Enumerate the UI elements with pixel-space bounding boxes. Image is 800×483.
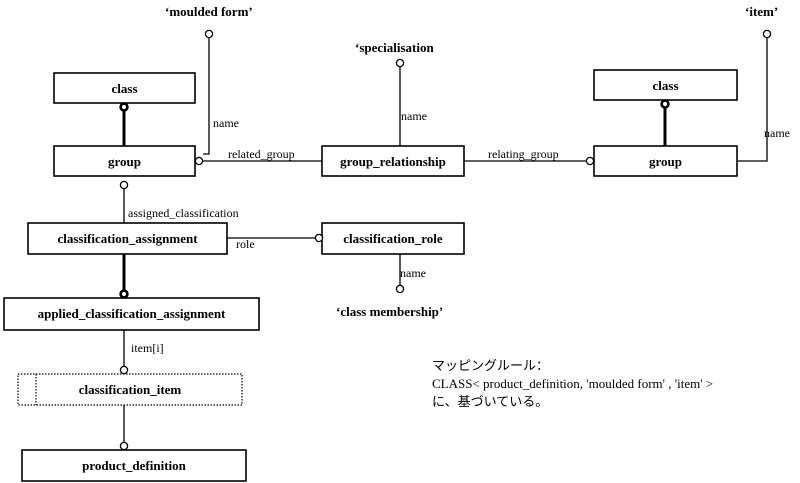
class-right-label: class xyxy=(653,78,679,93)
mapping-rule-heading: マッピングルール： xyxy=(432,358,550,373)
group-left-label: group xyxy=(108,154,141,169)
class-subtype-left-circle xyxy=(119,102,129,112)
applied-classification-assignment-box xyxy=(3,297,260,331)
specialisation-literal: ‘specialisation xyxy=(355,40,434,55)
item-circle xyxy=(762,29,772,39)
class-subtype-right-circle xyxy=(660,99,670,109)
items-label: item[i] xyxy=(131,341,164,355)
name-left-line xyxy=(203,38,210,155)
group-relationship-box xyxy=(321,145,465,177)
name-role-label: name xyxy=(400,266,426,280)
classification-item-label: classification_item xyxy=(79,382,182,397)
product-definition-label: product_definition xyxy=(82,458,187,473)
related-group-label: related_group xyxy=(228,147,295,161)
mapping-rule-expression: CLASS< product_definition, 'moulded form… xyxy=(432,376,714,391)
group-relationship-label: group_relationship xyxy=(340,154,446,169)
mapping-rule-footer: に、基づいている。 xyxy=(432,394,549,409)
specialisation-circle xyxy=(395,58,405,68)
relating-group-label: relating_group xyxy=(488,147,559,161)
moulded-form-circle xyxy=(204,29,214,39)
classification-assignment-label: classification_assignment xyxy=(57,231,198,246)
name-left-label: name xyxy=(213,116,239,130)
name-right-line xyxy=(738,38,768,162)
classification-item-box xyxy=(17,373,243,406)
relating-group-circle xyxy=(585,156,595,166)
assignment-subtype-circle xyxy=(119,289,129,299)
role-label: role xyxy=(236,237,255,251)
group-right-label: group xyxy=(649,154,682,169)
role-circle xyxy=(314,233,324,243)
group-left-box xyxy=(53,145,196,177)
class-membership-literal: ‘class membership’ xyxy=(336,304,443,319)
name-middle-label: name xyxy=(401,109,427,123)
class-left-label: class xyxy=(112,81,138,96)
class-membership-circle xyxy=(395,284,405,294)
mapping-rule-note: マッピングルール： CLASS< product_definition, 'mo… xyxy=(432,357,792,411)
item-literal: ‘item’ xyxy=(745,4,778,19)
applied-classification-assignment-label: applied_classification_assignment xyxy=(38,306,226,321)
items-circle xyxy=(119,365,129,375)
assigned-classification-circle xyxy=(119,180,129,190)
product-definition-circle xyxy=(119,441,129,451)
classification-role-label: classification_role xyxy=(343,231,443,246)
related-group-circle xyxy=(194,156,204,166)
name-right-label: name xyxy=(764,126,790,140)
classification-assignment-box xyxy=(27,222,228,255)
product-definition-box xyxy=(21,449,247,482)
class-left-box xyxy=(53,72,196,104)
assigned-classification-label: assigned_classification xyxy=(128,206,239,220)
moulded-form-literal: ‘moulded form’ xyxy=(165,4,253,19)
